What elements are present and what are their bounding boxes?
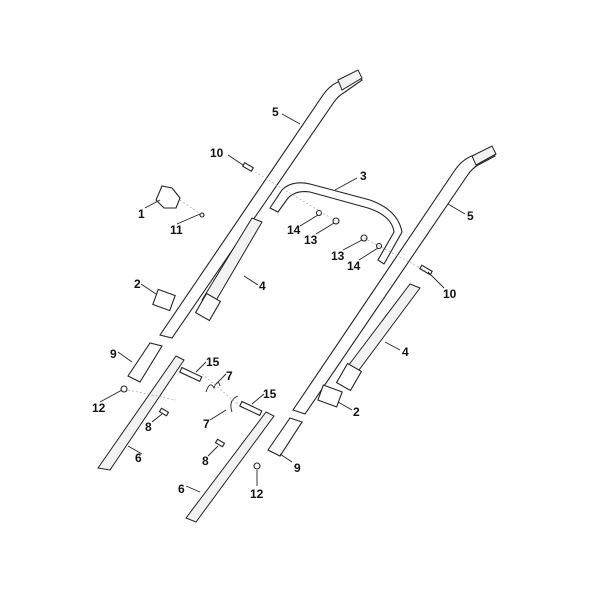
label-12-right[interactable]: 12 (250, 487, 264, 501)
label-5-right[interactable]: 5 (467, 209, 474, 223)
label-13-a[interactable]: 13 (304, 233, 318, 247)
label-12-left[interactable]: 12 (92, 401, 106, 415)
label-1[interactable]: 1 (138, 207, 145, 221)
handle-tube-left[interactable] (159, 69, 363, 339)
label-14-a[interactable]: 14 (287, 223, 301, 237)
label-9-right[interactable]: 9 (294, 461, 301, 475)
label-8-right[interactable]: 8 (202, 454, 209, 468)
screw-11[interactable] (199, 212, 205, 218)
label-14-b[interactable]: 14 (347, 259, 361, 273)
lower-bracket-left[interactable] (97, 355, 185, 471)
label-3[interactable]: 3 (360, 169, 367, 183)
screw-8-right[interactable] (214, 438, 226, 448)
cable-guide-right[interactable] (335, 283, 421, 392)
lower-bracket-right[interactable] (185, 411, 275, 523)
label-10-left[interactable]: 10 (210, 146, 224, 160)
bolt-10-right[interactable] (419, 264, 433, 276)
label-4-right[interactable]: 4 (402, 345, 409, 359)
screw-8-left[interactable] (158, 407, 170, 417)
bolt-10-left[interactable] (241, 162, 255, 172)
nut-12-right[interactable] (253, 462, 261, 470)
label-11[interactable]: 11 (170, 223, 183, 237)
spring-clip-upper[interactable] (205, 382, 221, 393)
label-7-upper[interactable]: 7 (226, 369, 233, 383)
label-5-left[interactable]: 5 (272, 105, 279, 119)
label-6-right[interactable]: 6 (178, 482, 185, 496)
spring-clip-lower[interactable] (230, 395, 239, 413)
label-10-right[interactable]: 10 (443, 287, 457, 301)
label-15-upper[interactable]: 15 (206, 355, 220, 369)
nut-12-left[interactable] (120, 385, 128, 393)
label-9-left[interactable]: 9 (110, 347, 117, 361)
clamp-block-left[interactable] (152, 288, 176, 312)
cable-guide-left[interactable] (194, 217, 263, 322)
handle-tube-right[interactable] (292, 145, 497, 415)
pin-lower[interactable] (239, 400, 263, 417)
clamp-block-right[interactable] (317, 384, 343, 408)
label-13-b[interactable]: 13 (331, 249, 345, 263)
nut-13-a[interactable] (332, 217, 340, 225)
label-8-left[interactable]: 8 (145, 420, 152, 434)
upper-handle-bar[interactable] (269, 182, 403, 265)
pin-upper[interactable] (179, 366, 203, 383)
label-2-right[interactable]: 2 (353, 405, 360, 419)
clamp-lever[interactable] (155, 185, 181, 209)
handle-cover-right[interactable] (267, 417, 303, 457)
handle-cover-left[interactable] (127, 342, 163, 383)
label-6-left[interactable]: 6 (135, 451, 142, 465)
label-4-left[interactable]: 4 (259, 279, 266, 293)
label-7-lower[interactable]: 7 (203, 417, 210, 431)
label-15-lower[interactable]: 15 (263, 387, 277, 401)
label-2-left[interactable]: 2 (134, 277, 141, 291)
washer-14-a[interactable] (315, 209, 323, 217)
